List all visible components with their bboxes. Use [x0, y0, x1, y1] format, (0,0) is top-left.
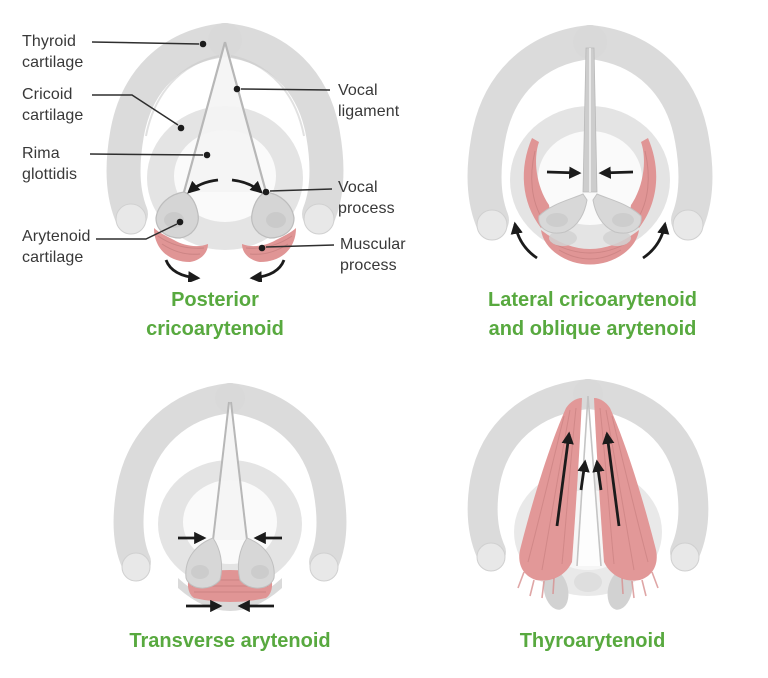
caption-line: Posterior: [171, 289, 259, 311]
caption-line: Transverse arytenoid: [129, 630, 331, 652]
lateral-cricoarytenoid-muscles: [523, 138, 657, 228]
caption-line: Thyroarytenoid: [519, 630, 666, 652]
vocal-ligament-left: [182, 41, 227, 193]
label-thyroid-cartilage: Thyroid cartilage: [22, 33, 84, 72]
label-arytenoid-cartilage: Arytenoid cartilage: [22, 228, 91, 267]
caption-thyroarytenoid: Thyroarytenoid: [435, 627, 750, 656]
label-muscular-process: Muscular process: [340, 236, 406, 275]
caption-transverse-arytenoid: Transverse arytenoid: [92, 627, 368, 656]
shortening-arrows: [555, 431, 621, 527]
caption-lateral-cricoarytenoid: Lateral cricoarytenoid and oblique aryte…: [440, 286, 745, 344]
arytenoid-cartilages-shape: [185, 537, 275, 589]
arytenoid-cartilages-shape: [538, 193, 642, 246]
adduction-arrows: [510, 166, 670, 260]
caption-line: Lateral cricoarytenoid: [488, 289, 697, 311]
oblique-arytenoid-muscle: [541, 230, 639, 265]
thyroid-cartilage-shape: [467, 379, 709, 572]
closed-vocal-ligaments: [582, 47, 598, 193]
caption-line: and oblique arytenoid: [488, 318, 697, 340]
vocal-ligament-right: [223, 41, 268, 193]
caption-line: cricoarytenoid: [146, 318, 284, 340]
illustration-posterior-cricoarytenoid: [106, 23, 344, 282]
caption-posterior-cricoarytenoid: Posterior cricoarytenoid: [95, 286, 335, 344]
abduction-arrows: [164, 178, 286, 282]
label-vocal-process: Vocal process: [338, 179, 395, 218]
illustration-thyroarytenoid: [467, 379, 709, 610]
label-vocal-ligament: Vocal ligament: [338, 82, 400, 121]
illustration-transverse-arytenoid: [113, 383, 347, 613]
label-cricoid-cartilage: Cricoid cartilage: [22, 86, 84, 125]
rima-glottidis-shape: [212, 401, 248, 541]
label-rima-glottidis: Rima glottidis: [22, 145, 78, 184]
medial-pull-arrows: [178, 531, 282, 613]
illustration-lateral-cricoarytenoid: [467, 25, 713, 265]
thyroid-cartilage-shape: [467, 25, 713, 241]
cricoid-bowl-shape: [178, 578, 282, 611]
thyroid-cartilage-shape: [113, 383, 347, 582]
